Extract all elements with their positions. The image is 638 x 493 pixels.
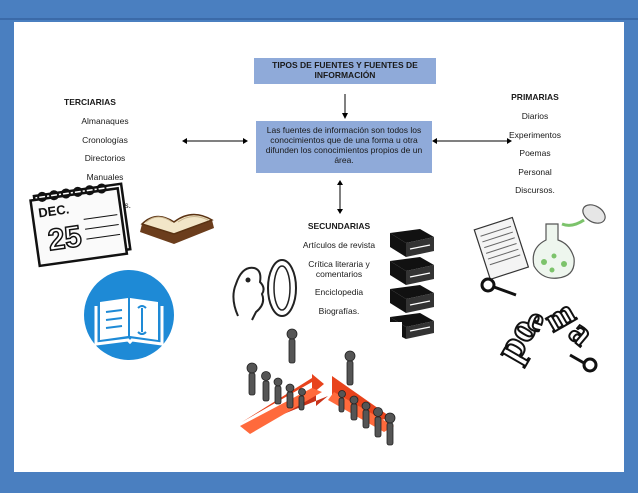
secundarias-column: SECUNDARIAS Artículos de revista Crítica… [297,221,381,324]
calendar-month: DEC. [37,201,70,220]
arrow-title-to-definition [342,94,348,119]
terciarias-item: Almanaques [81,116,129,126]
title-box: TIPOS DE FUENTES Y FUENTES DE INFORMACIÓ… [254,58,436,84]
primarias-item: Personal [518,166,552,177]
secundarias-item: Biografías. [318,305,360,316]
terciarias-item: Manuales [86,171,124,182]
definition-box: Las fuentes de información son todos los… [256,121,432,173]
primarias-item: Experimentos [509,129,561,140]
secundarias-item: Crítica literaria y comentarios [308,258,370,279]
arrow-definition-to-primarias [432,138,512,144]
open-book-icon [140,213,214,244]
primarias-item: Poemas [519,148,551,158]
primarias-item: Discursos. [515,185,555,195]
slide-canvas: TIPOS DE FUENTES Y FUENTES DE INFORMACIÓ… [14,22,624,472]
arrow-definition-to-secundarias [337,180,343,214]
secundarias-heading: SECUNDARIAS [307,221,371,231]
terciarias-item: Directorios [84,153,126,163]
figures-arrows-illustration [232,322,402,472]
primarias-column: PRIMARIAS Diarios Experimentos Poemas Pe… [500,92,570,204]
terciarias-item: Cronologías [82,134,128,145]
manual-book-icon [84,270,174,360]
bottom-band [0,472,638,493]
newspaper-flask-icon [473,204,606,281]
terciarias-heading: TERCIARIAS [64,97,116,107]
arrow-definition-to-terciarias [182,138,248,144]
top-band [0,0,638,20]
calendar-day: 25 [46,220,84,257]
secundarias-item: Enciclopedia [314,287,364,297]
poema-letters-icon: po e m a [480,277,602,373]
primarias-heading: PRIMARIAS [511,92,559,102]
primarias-item: Diarios [521,111,549,121]
secundarias-item: Artículos de revista [302,240,376,250]
calendar-icon: DEC. 25 [29,182,132,268]
thinking-head-icon [232,259,297,321]
